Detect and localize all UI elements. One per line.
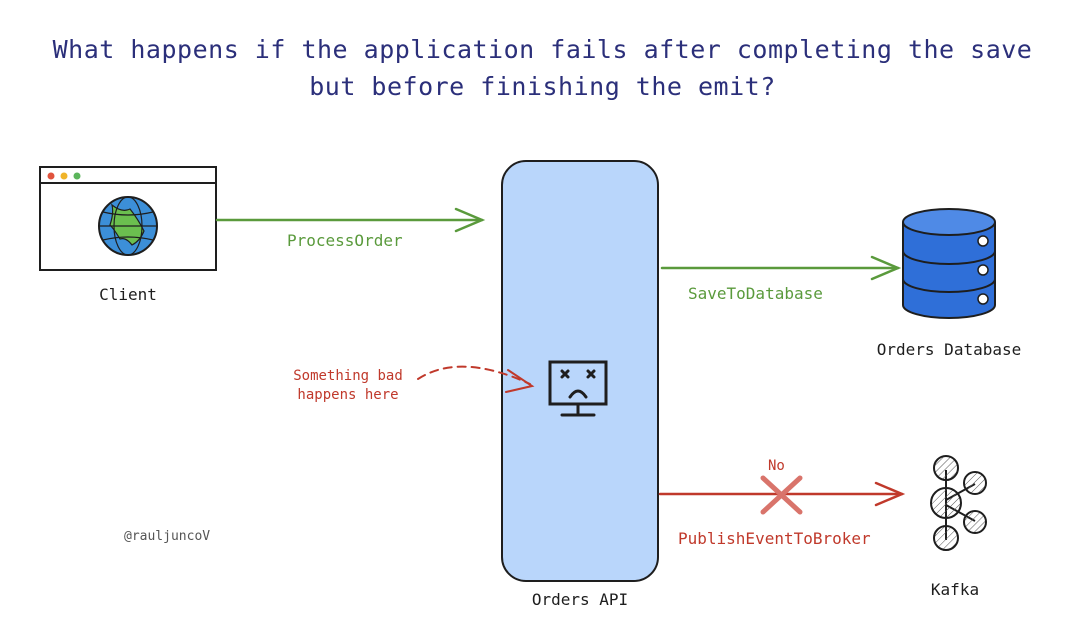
annotation-dashed-arrow: [417, 365, 535, 393]
kafka-label: Kafka: [930, 580, 980, 599]
no-label: No: [768, 458, 785, 474]
browser-globe-icon: [39, 166, 217, 271]
diagram-title-line2: but before finishing the emit?: [309, 72, 776, 101]
annotation-line1: Something bad: [293, 368, 403, 384]
orders-api-label: Orders API: [531, 590, 629, 609]
sad-computer-icon: [548, 360, 608, 417]
kafka-icon: [930, 455, 987, 551]
save-to-database-arrow: [660, 255, 902, 281]
watermark: @rauljuncoV: [124, 529, 211, 544]
failure-x-icon: [760, 475, 803, 515]
annotation-line2: happens here: [297, 387, 399, 403]
publish-event-label: PublishEventToBroker: [678, 529, 871, 548]
save-to-database-label: SaveToDatabase: [688, 284, 823, 303]
orders-api-box: [501, 160, 659, 582]
process-order-label: ProcessOrder: [287, 231, 403, 250]
process-order-arrow: [215, 207, 486, 233]
client-label: Client: [99, 285, 157, 304]
orders-database-label: Orders Database: [876, 340, 1022, 359]
diagram-title-line1: What happens if the application fails af…: [52, 35, 1033, 64]
database-icon: [902, 208, 996, 319]
